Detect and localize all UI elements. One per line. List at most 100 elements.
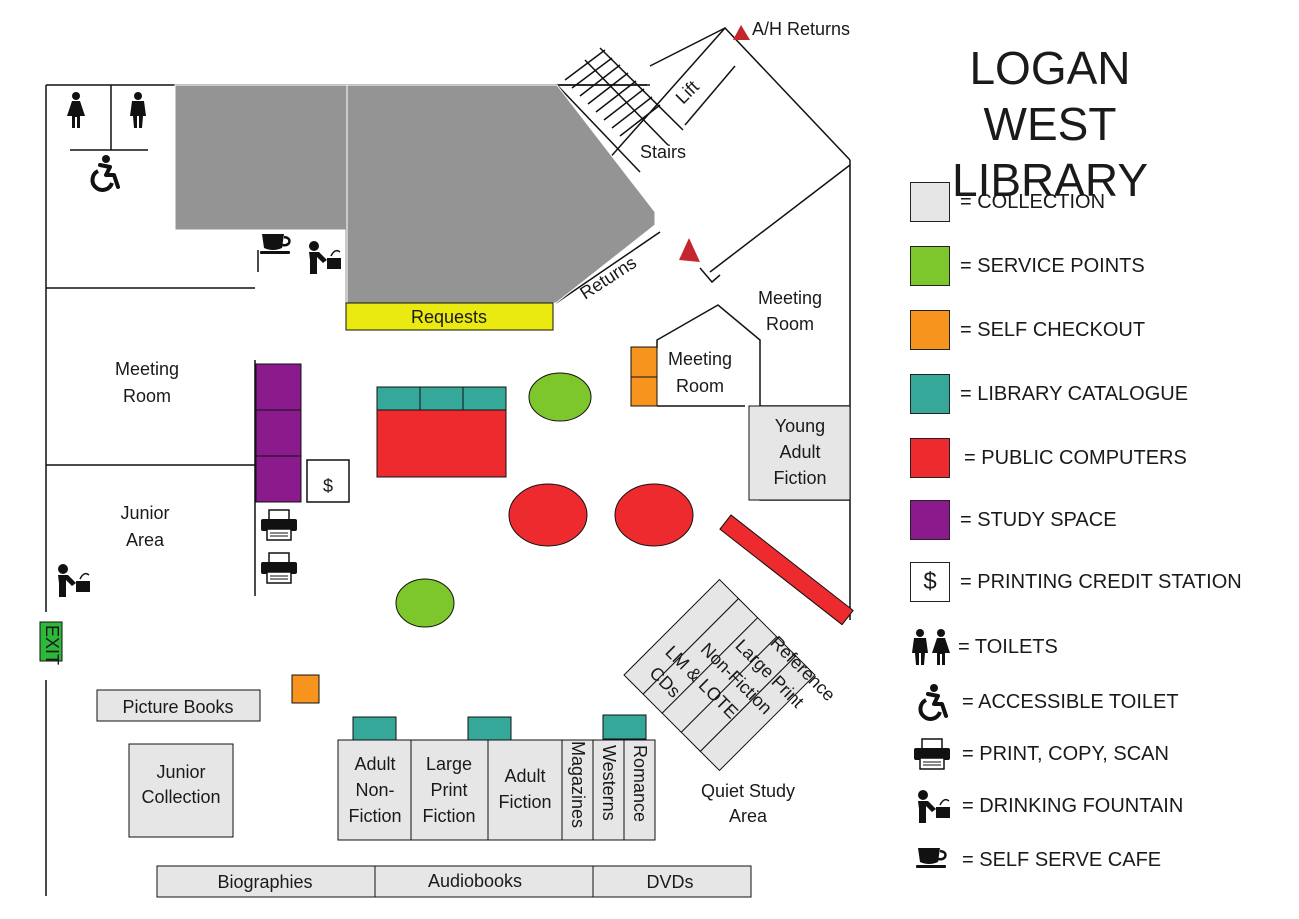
legend-study-space: = STUDY SPACE — [910, 498, 1117, 542]
audiobooks-label: Audiobooks — [428, 871, 522, 891]
young-adult-fiction-shelf — [748, 405, 851, 501]
service-points-swatch — [910, 246, 950, 286]
wheelchair-icon — [910, 682, 954, 722]
printing-credit-swatch: $ — [910, 562, 950, 602]
meeting-room-left-label-1: Meeting — [115, 359, 179, 379]
legend-printing-credit: $ = PRINTING CREDIT STATION — [910, 560, 1242, 604]
westerns-label: Westerns — [599, 745, 619, 821]
meeting-room-right-label-2: Room — [766, 314, 814, 334]
large-print-fiction-label-3: Fiction — [422, 806, 475, 826]
young-adult-label-1: Young — [775, 416, 825, 436]
coffee-cup-icon — [258, 232, 292, 256]
drinking-fountain-icon — [57, 563, 91, 598]
legend-accessible-toilet: = ACCESSIBLE TOILET — [910, 680, 1179, 724]
adult-nonfiction-label-2: Non- — [355, 780, 394, 800]
picture-books-shelf — [96, 689, 261, 722]
adult-nonfiction-label-1: Adult — [354, 754, 395, 774]
legend-accessible-toilet-label: = ACCESSIBLE TOILET — [962, 690, 1179, 713]
drinking-fountain-icon — [308, 240, 342, 275]
junior-collection-label-1: Junior — [156, 762, 205, 782]
public-computer-table — [508, 483, 588, 547]
drinking-fountain-icon — [910, 786, 954, 826]
printing-credit-station — [306, 459, 350, 503]
adult-fiction-label-2: Fiction — [498, 792, 551, 812]
adult-fiction-label-1: Adult — [504, 766, 545, 786]
library-title: LOGAN WEST LIBRARY — [900, 40, 1200, 208]
printing-credit-symbol: $ — [923, 568, 937, 595]
legend-catalogue-label: = LIBRARY CATALOGUE — [960, 382, 1189, 405]
large-print-fiction-label-2: Print — [430, 780, 467, 800]
map-legend: LOGAN WEST LIBRARY = COLLECTION = SERVIC… — [860, 0, 1299, 919]
young-adult-label-3: Fiction — [773, 468, 826, 488]
study-space — [255, 363, 302, 503]
quiet-study-label-1: Quiet Study — [701, 781, 795, 801]
junior-area-label-2: Area — [126, 530, 165, 550]
legend-cafe: = SELF SERVE CAFE — [910, 838, 1161, 882]
public-computers-bench — [719, 514, 854, 626]
adult-nonfiction-label-3: Fiction — [348, 806, 401, 826]
meeting-room-center-label-1: Meeting — [668, 349, 732, 369]
requests-label: Requests — [411, 307, 487, 327]
toilets-icon — [910, 627, 954, 667]
junior-area-label-1: Junior — [120, 503, 169, 523]
male-toilet-icon — [130, 92, 146, 128]
ah-returns-triangle-icon — [733, 25, 750, 40]
collection-shelves-bottom — [337, 739, 656, 841]
library-catalogue — [467, 716, 512, 741]
service-point — [528, 372, 592, 422]
service-point — [395, 578, 455, 628]
quiet-study-label-2: Area — [729, 806, 768, 826]
self-checkout-swatch — [910, 310, 950, 350]
large-print-fiction-label-1: Large — [426, 754, 472, 774]
self-checkout — [630, 346, 658, 407]
reference-shelves — [623, 578, 816, 772]
library-catalogue-center — [376, 386, 507, 411]
collection-shelves-strip — [156, 865, 752, 898]
requests-desk — [345, 302, 554, 331]
title-line-1: LOGAN WEST — [969, 42, 1131, 150]
female-toilet-icon — [67, 92, 85, 128]
legend-toilets: = TOILETS — [910, 625, 1058, 669]
returns-triangle-icon — [679, 238, 700, 262]
meeting-room-left-label-2: Room — [123, 386, 171, 406]
public-computer-table — [614, 483, 694, 547]
printer-icon — [260, 552, 298, 584]
legend-collection-label: = COLLECTION — [960, 190, 1106, 213]
legend-public-computers: = PUBLIC COMPUTERS — [910, 436, 1187, 480]
legend-service-points: = SERVICE POINTS — [910, 244, 1145, 288]
stairs-label: Stairs — [640, 142, 686, 162]
magazines-label: Magazines — [568, 741, 588, 828]
legend-catalogue: = LIBRARY CATALOGUE — [910, 372, 1188, 416]
staff-area — [174, 84, 656, 304]
title-line-2: LIBRARY — [951, 154, 1149, 206]
meeting-room-right-label-1: Meeting — [758, 288, 822, 308]
legend-drinking-fountain-label: = DRINKING FOUNTAIN — [962, 794, 1184, 817]
legend-cafe-label: = SELF SERVE CAFE — [962, 848, 1162, 871]
coffee-cup-icon — [910, 840, 954, 880]
young-adult-label-2: Adult — [779, 442, 820, 462]
printing-credit-symbol: $ — [323, 476, 333, 496]
legend-study-space-label: = STUDY SPACE — [960, 508, 1117, 531]
self-checkout — [291, 674, 320, 704]
floor-plan-map: A/H Returns Lift Stairs Returns Requests… — [39, 19, 854, 898]
dvds-label: DVDs — [646, 872, 693, 892]
junior-collection-label-2: Collection — [141, 787, 220, 807]
public-computers-swatch — [910, 438, 950, 478]
legend-drinking-fountain: = DRINKING FOUNTAIN — [910, 784, 1183, 828]
romance-label: Romance — [630, 745, 650, 822]
meeting-room-center-label-2: Room — [676, 376, 724, 396]
biographies-label: Biographies — [217, 872, 312, 892]
lift-label: Lift — [672, 77, 703, 108]
legend-service-points-label: = SERVICE POINTS — [960, 254, 1145, 277]
legend-self-checkout: = SELF CHECKOUT — [910, 308, 1145, 352]
exit-sign — [39, 621, 63, 662]
printer-icon — [910, 734, 954, 774]
catalogue-swatch — [910, 374, 950, 414]
legend-toilets-label: = TOILETS — [958, 635, 1058, 658]
legend-public-computers-label: = PUBLIC COMPUTERS — [964, 446, 1187, 469]
collection-swatch — [910, 182, 950, 222]
public-computers-desk — [376, 409, 507, 478]
legend-printing-credit-label: = PRINTING CREDIT STATION — [960, 570, 1242, 593]
legend-collection: = COLLECTION — [910, 180, 1105, 224]
ah-returns-label: A/H Returns — [752, 19, 850, 39]
